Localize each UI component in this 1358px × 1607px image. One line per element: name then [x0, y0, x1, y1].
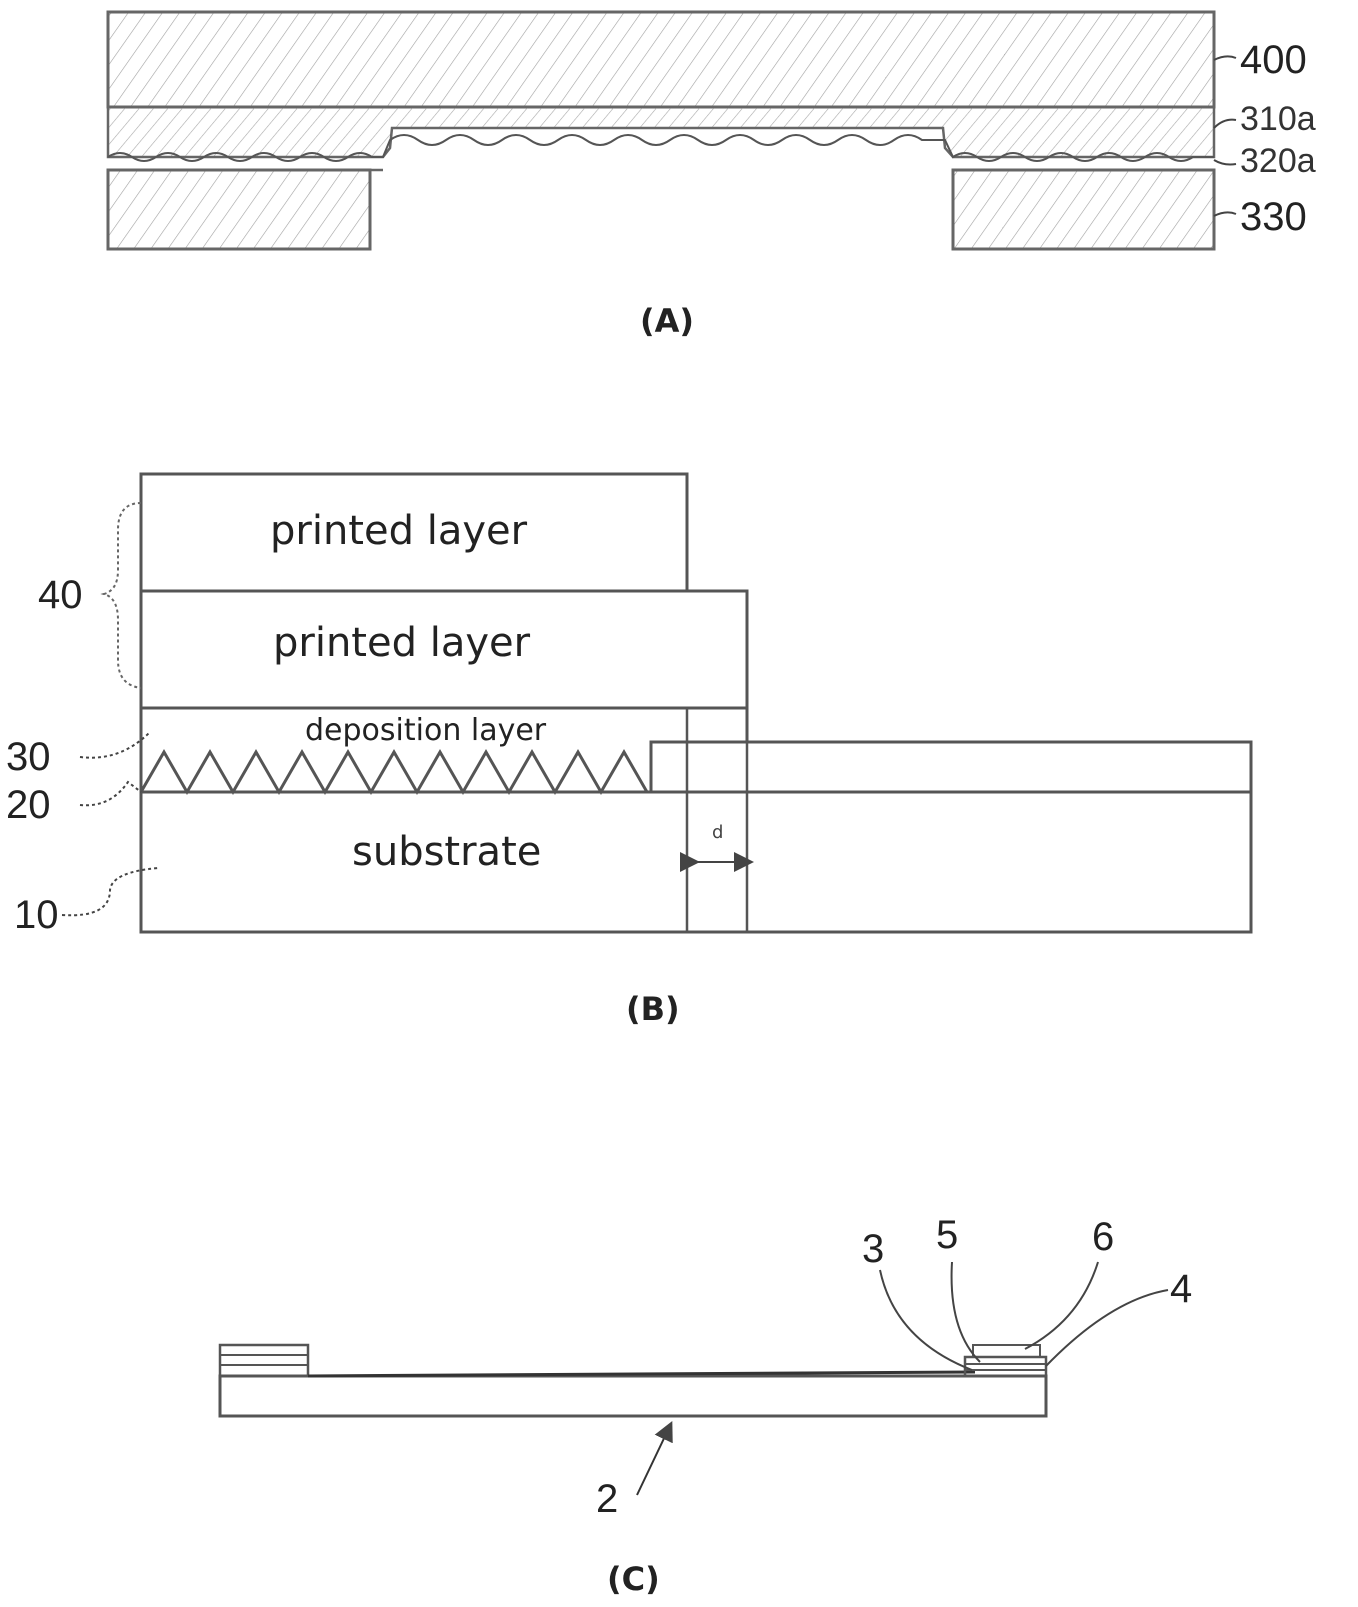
- deposition-layer-label: deposition layer: [305, 713, 547, 748]
- label-320a: 320a: [1240, 142, 1316, 180]
- leader-330: [1214, 212, 1236, 216]
- figure-c: 3 5 6 4 2 (C): [220, 1213, 1192, 1598]
- substrate-label: substrate: [352, 829, 541, 875]
- label-3: 3: [862, 1227, 884, 1271]
- caption-c: (C): [607, 1560, 660, 1598]
- leader-2: [637, 1430, 668, 1495]
- label-10: 10: [14, 893, 59, 937]
- leader-400: [1214, 56, 1236, 60]
- zigzag-layer: [141, 752, 647, 792]
- leader-320a: [1214, 160, 1236, 165]
- leader-10: [62, 868, 158, 915]
- label-4: 4: [1170, 1267, 1192, 1311]
- leader-6: [1025, 1262, 1098, 1349]
- label-330: 330: [1240, 195, 1307, 239]
- layer-330-right: [953, 170, 1214, 249]
- printed-layer-bottom-label: printed layer: [273, 620, 531, 666]
- caption-b: (B): [626, 990, 680, 1028]
- label-20: 20: [6, 783, 51, 827]
- printed-layer-top-label: printed layer: [270, 508, 528, 554]
- layer-330-left: [108, 170, 370, 249]
- layer-400: [108, 12, 1214, 107]
- leader-5: [952, 1262, 980, 1362]
- label-d: d: [712, 822, 723, 843]
- label-400: 400: [1240, 38, 1307, 82]
- left-stack: [220, 1345, 308, 1376]
- base-plate: [220, 1376, 1046, 1416]
- label-2: 2: [596, 1477, 618, 1521]
- figure-a: 400 310a 320a 330 (A): [108, 12, 1316, 340]
- layer-310a: [108, 107, 1214, 157]
- leader-3: [880, 1270, 972, 1370]
- label-310a: 310a: [1240, 100, 1316, 138]
- leader-4: [1046, 1290, 1168, 1366]
- label-40: 40: [38, 573, 83, 617]
- leader-310a: [1214, 120, 1236, 128]
- label-6: 6: [1092, 1215, 1114, 1259]
- label-5: 5: [936, 1213, 958, 1257]
- leader-20: [80, 782, 141, 805]
- label-30: 30: [6, 735, 51, 779]
- figure-b: printed layer printed layer deposition l…: [6, 474, 1251, 1028]
- caption-a: (A): [640, 302, 694, 340]
- brace-40: [104, 503, 141, 688]
- right-plate: [651, 742, 1251, 792]
